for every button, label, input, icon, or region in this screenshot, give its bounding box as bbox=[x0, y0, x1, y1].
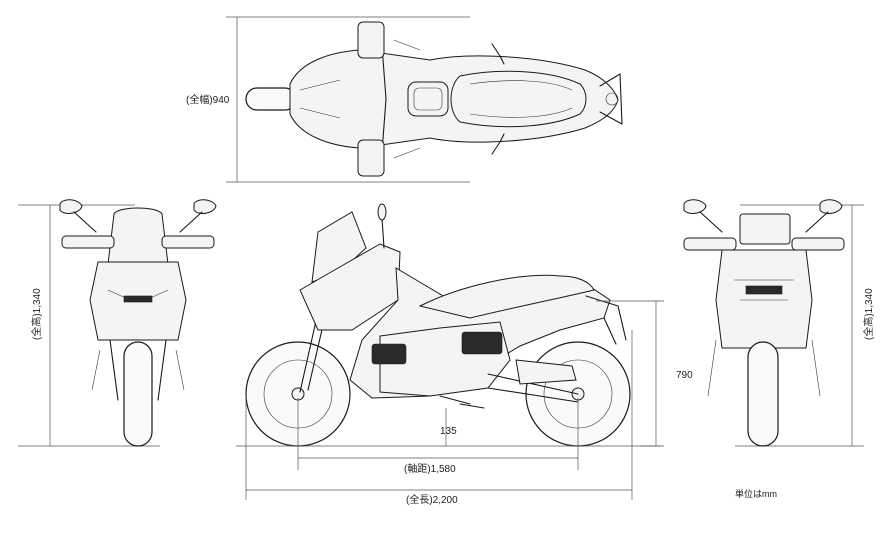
seat-height-label: 790 bbox=[676, 370, 693, 381]
ground-clearance-label: 135 bbox=[440, 426, 457, 437]
rear-height-label: (全高)1,340 bbox=[862, 288, 875, 340]
top-view bbox=[226, 16, 623, 183]
rear-view bbox=[683, 199, 864, 447]
unit-note: 単位はmm bbox=[735, 488, 777, 499]
side-view bbox=[245, 203, 631, 447]
width-label: (全幅)940 bbox=[186, 93, 230, 106]
front-view bbox=[18, 199, 217, 447]
length-label: (全長)2,200 bbox=[406, 493, 458, 506]
wheelbase-label: (軸距)1,580 bbox=[404, 462, 456, 475]
front-height-label: (全高)1,340 bbox=[30, 288, 43, 340]
